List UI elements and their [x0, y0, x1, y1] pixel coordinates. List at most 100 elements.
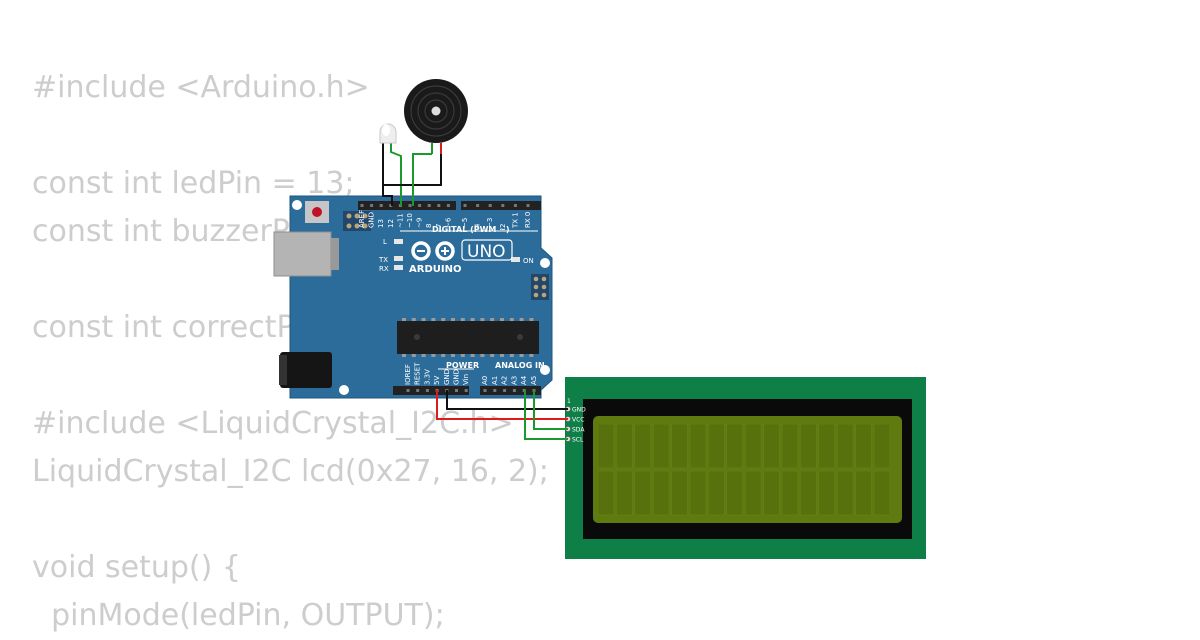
- lcd-cell: [855, 470, 872, 516]
- header-pin: [370, 204, 374, 207]
- header-pin: [493, 389, 497, 392]
- lcd-cell: [708, 423, 725, 469]
- analog-pin-label: A4: [520, 375, 528, 385]
- header-pin: [418, 204, 422, 207]
- header-pin: [503, 389, 507, 392]
- lcd-cell: [616, 470, 633, 516]
- header-pin: [455, 389, 458, 392]
- lcd-cell: [689, 423, 707, 469]
- power-label: POWER: [446, 361, 479, 370]
- header-pin: [408, 204, 412, 207]
- code-line: pinMode(ledPin, OUTPUT);: [32, 598, 445, 633]
- power-pin-label: IOREF: [404, 364, 412, 385]
- power-pin-label: Vin: [462, 374, 470, 385]
- header-pin: [464, 389, 468, 392]
- code-line: LiquidCrystal_I2C lcd(0x27, 16, 2);: [32, 454, 549, 489]
- lcd-cell: [634, 470, 651, 516]
- digital-pin-label: ~11: [396, 213, 404, 228]
- rx-led-label: RX: [379, 265, 389, 273]
- digital-pin-label: ~6: [444, 217, 452, 228]
- code-editor-background: #include <Arduino.h> const int ledPin = 1…: [32, 64, 549, 640]
- header-pin: [360, 204, 364, 207]
- lcd-cell: [818, 470, 835, 516]
- digital-pin-label: ~3: [486, 218, 494, 228]
- lcd-cell: [855, 423, 872, 469]
- lcd-cell: [800, 470, 817, 516]
- header-pin: [406, 389, 410, 392]
- header-pin: [379, 204, 383, 207]
- power-pin-label: RESET: [414, 362, 422, 385]
- analog-pin-label: A3: [510, 376, 518, 385]
- digital-pin-label: GND: [368, 212, 376, 228]
- code-line: void setup() {: [32, 550, 241, 585]
- power-header: [393, 386, 469, 395]
- digital-pin-label: 7: [435, 224, 443, 228]
- lcd-cell: [671, 423, 688, 469]
- lcd-cell: [726, 470, 743, 516]
- lcd-cell: [671, 470, 688, 516]
- digital-pin-label: RX 0: [524, 212, 532, 228]
- lcd-cell: [763, 470, 780, 516]
- header-pin: [488, 204, 492, 207]
- lcd-cell: [597, 423, 615, 469]
- digital-pin-label: AREF: [358, 210, 366, 228]
- lcd-cell: [873, 423, 891, 469]
- digital-pins: [360, 204, 530, 207]
- header-pin: [425, 389, 429, 392]
- power-pin-label: GND: [443, 369, 451, 385]
- header-pin: [427, 204, 431, 207]
- arduino-logo-icon: [411, 241, 455, 261]
- on-led-label: ON: [523, 257, 534, 265]
- buzzer-component[interactable]: [404, 79, 468, 154]
- lcd-pin-label: VCC: [572, 417, 584, 424]
- header-pin: [416, 389, 420, 392]
- led-component[interactable]: [379, 123, 402, 200]
- lcd-cell: [763, 423, 780, 469]
- lcd-cell: [616, 423, 633, 469]
- header-pin: [512, 389, 516, 392]
- usb-port: [273, 231, 332, 277]
- digital-pin-label: ~5: [461, 218, 469, 228]
- l-led-label: L: [383, 238, 387, 246]
- digital-header-left: [358, 201, 456, 210]
- lcd-cell: [689, 470, 707, 516]
- uno-model-label: UNO: [467, 242, 506, 262]
- lcd-cell: [781, 423, 799, 469]
- digital-pin-label: 13: [377, 219, 385, 228]
- analog-in-label: ANALOG IN: [495, 361, 545, 370]
- lcd-cell: [836, 470, 854, 516]
- lcd-pin-label: SCL: [572, 437, 584, 444]
- tx-led-label: TX: [378, 256, 388, 264]
- power-pin-label: 3.3V: [423, 369, 431, 385]
- analog-pin-label: A0: [481, 376, 489, 385]
- wires-top: [382, 153, 442, 206]
- lcd-cell: [652, 470, 670, 516]
- analog-pin-label: A5: [530, 376, 538, 385]
- lcd-cell: [634, 423, 651, 469]
- header-pin: [446, 204, 450, 207]
- code-line: const int ledPin = 13;: [32, 166, 355, 201]
- header-pin: [463, 204, 467, 207]
- header-pin: [483, 389, 487, 392]
- lcd-cell: [726, 423, 743, 469]
- digital-pin-label: 2: [499, 224, 507, 228]
- header-pin: [476, 204, 480, 207]
- digital-pwm-label: DIGITAL (PWM ~): [432, 225, 510, 234]
- lcd-pin-label: SDA: [572, 427, 585, 434]
- lcd-cell: [708, 470, 725, 516]
- digital-pin-label: 12: [387, 219, 395, 228]
- lcd-cell: [744, 470, 762, 516]
- digital-pin-label: TX 1: [511, 212, 519, 229]
- lcd-cell: [800, 423, 817, 469]
- header-pin: [501, 204, 505, 207]
- digital-pin-label: ~10: [406, 213, 414, 228]
- lcd-pin-label: GND: [572, 407, 586, 414]
- code-line: #include <Arduino.h>: [32, 70, 370, 105]
- wires-bottom: [436, 390, 568, 440]
- digital-header-right: [461, 201, 541, 210]
